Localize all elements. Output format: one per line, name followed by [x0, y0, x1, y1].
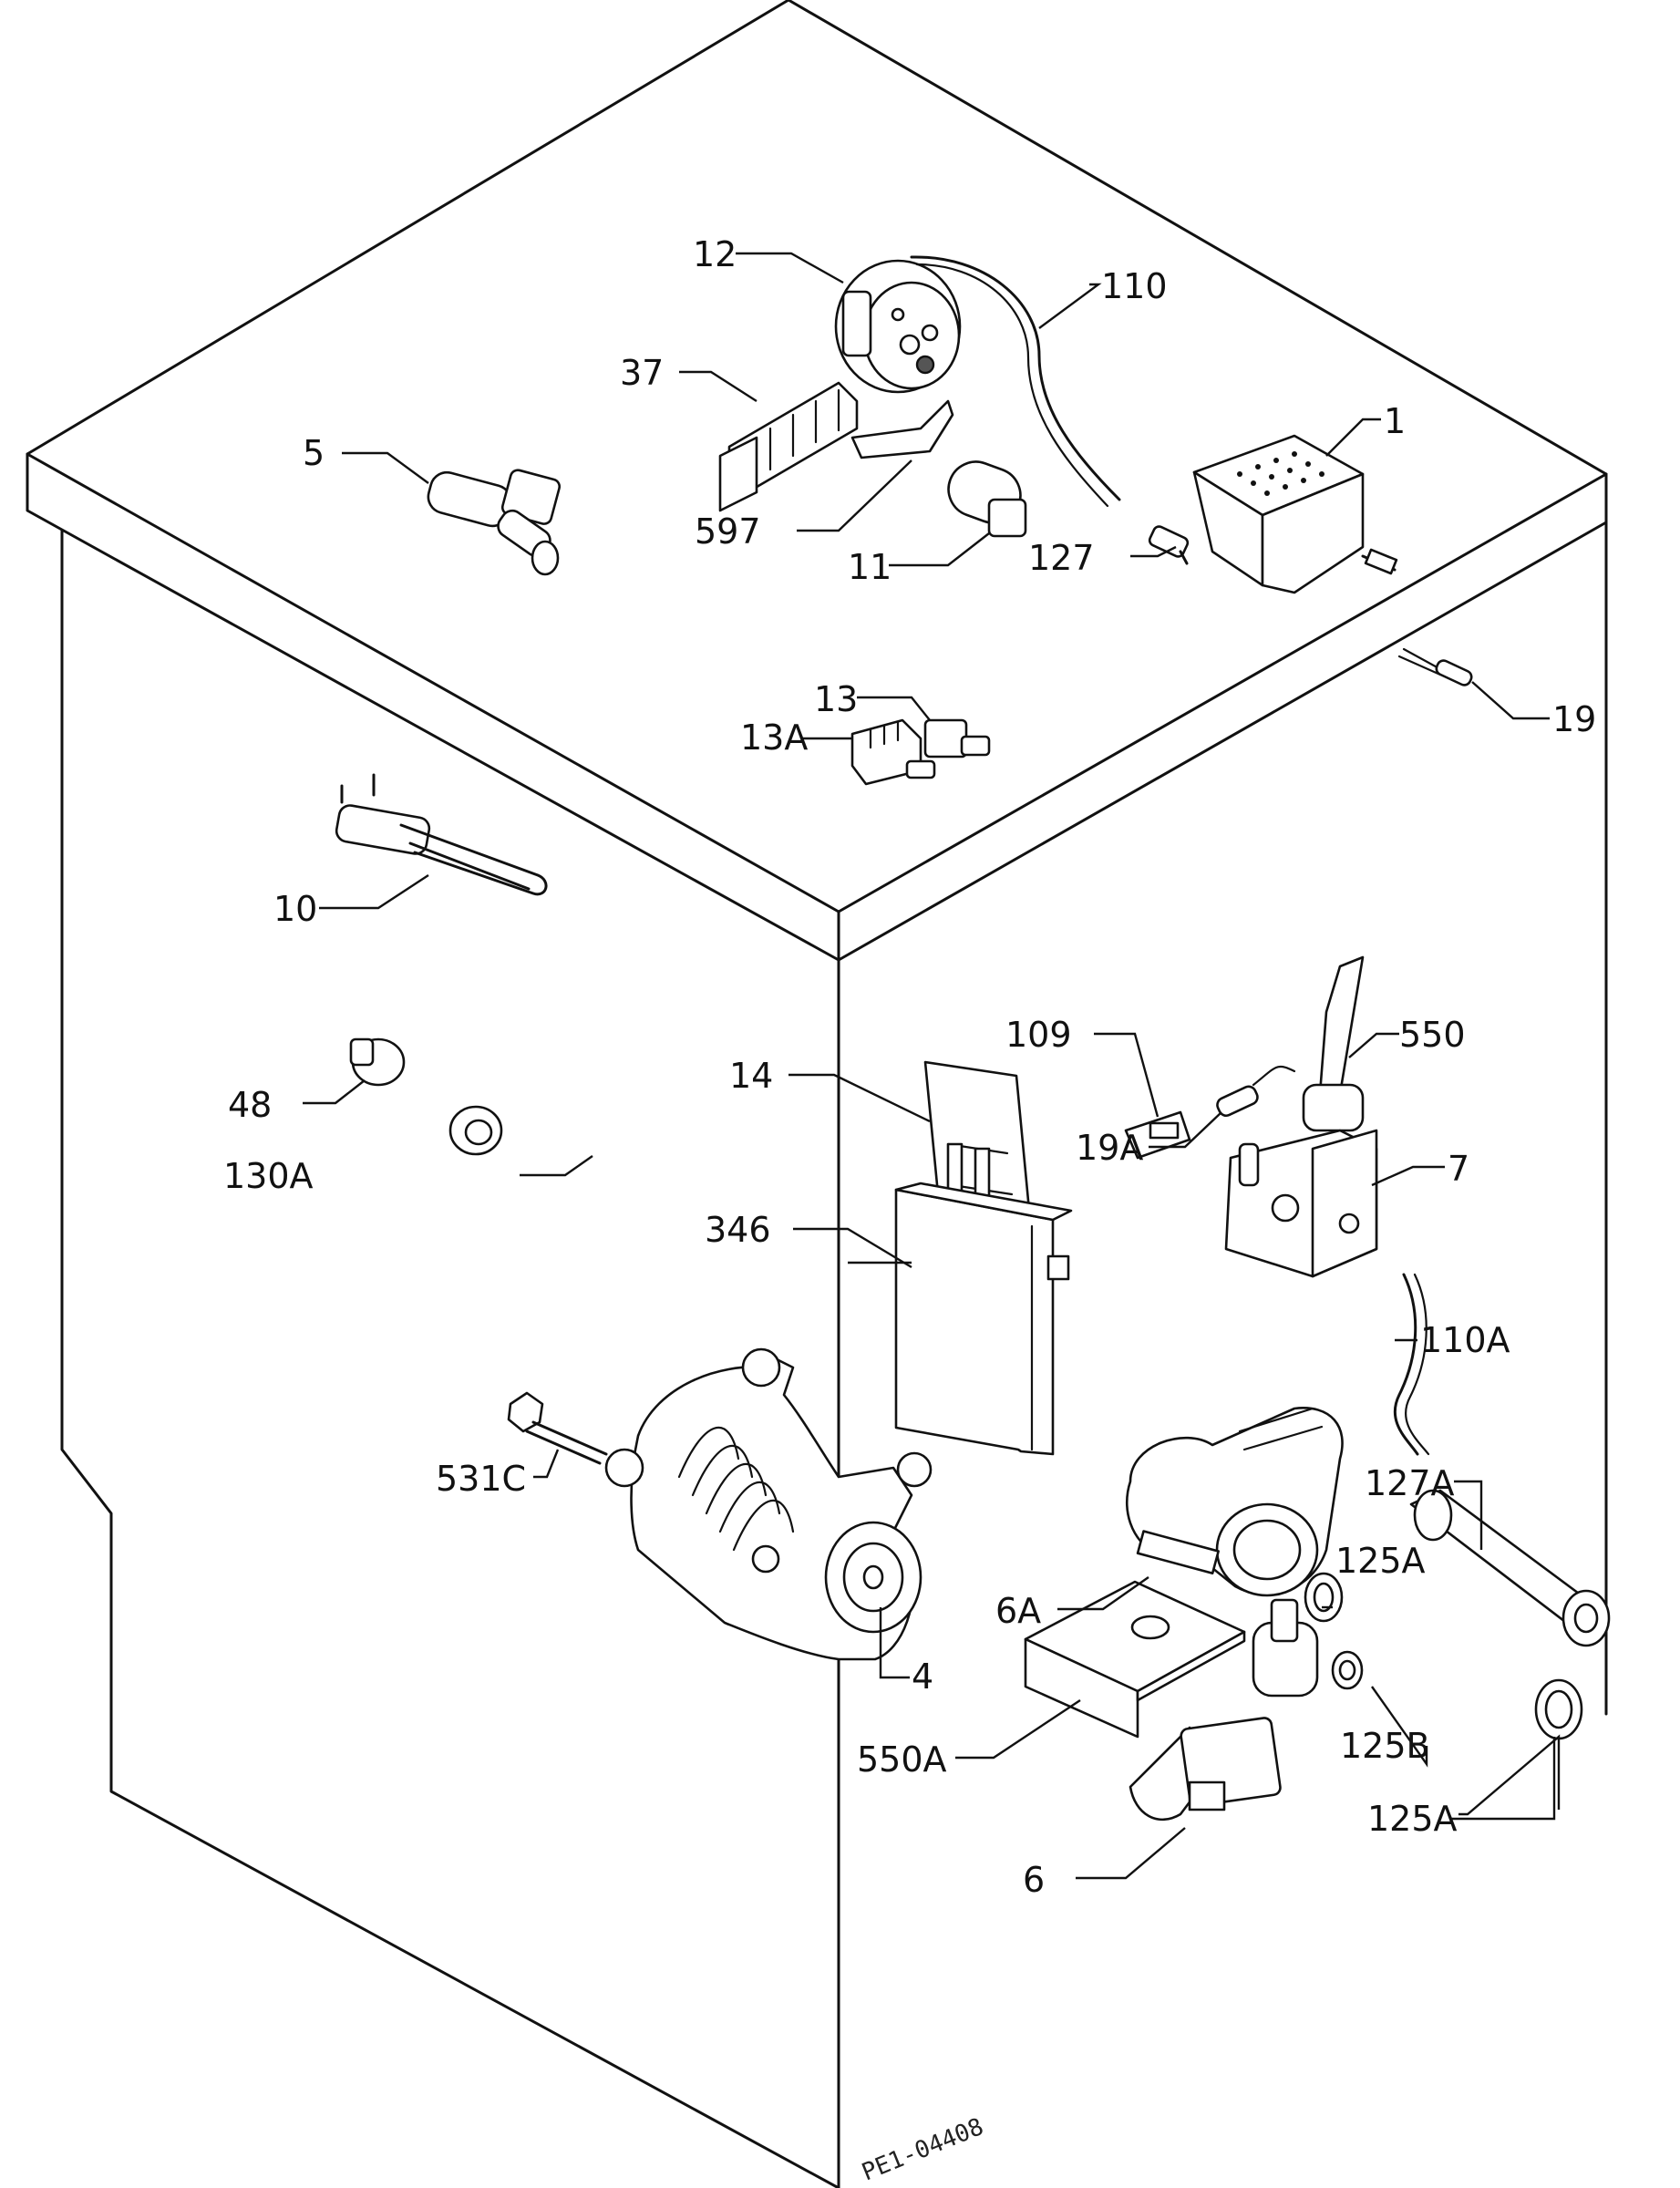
part-6A-pump-housing [1125, 1407, 1344, 1597]
label-13A: 13A [740, 717, 808, 758]
part-12-pressure-switch [834, 259, 962, 394]
part-11-capacitor [947, 460, 1027, 538]
part-7-switch-body [1224, 1129, 1378, 1278]
leader-lines [303, 252, 1561, 1880]
drawing-reference: PE1-04408 [858, 2113, 987, 2187]
label-550A: 550A [857, 1739, 947, 1780]
part-13A-connector [850, 718, 936, 786]
part-110A-hose [1393, 1273, 1419, 1456]
part-19A-sensor [1216, 1065, 1296, 1118]
part-346-drawer-housing [894, 1182, 1073, 1456]
part-1-programmer [1192, 434, 1398, 594]
programmer-grid [1237, 451, 1324, 496]
part-labels: 1 4 5 6 6A 7 10 11 12 13 13A 14 19 19A 3… [223, 234, 1596, 1900]
part-125B-seal [1331, 1650, 1364, 1690]
part-125A-seal-top [1304, 1572, 1344, 1623]
part-550-door-lock [1302, 955, 1365, 1132]
label-6A: 6A [995, 1591, 1041, 1631]
label-6: 6 [1023, 1860, 1045, 1900]
part-19-sensor [1397, 647, 1473, 686]
label-13: 13 [814, 679, 858, 719]
part-130A-grommet [448, 1105, 503, 1156]
label-130A: 130A [223, 1156, 314, 1196]
label-19: 19 [1552, 699, 1596, 739]
label-125A-top: 125A [1335, 1541, 1426, 1581]
label-48: 48 [228, 1085, 272, 1125]
label-10: 10 [273, 889, 317, 929]
label-110: 110 [1101, 266, 1168, 306]
part-4-motor [604, 1347, 933, 1661]
label-37: 37 [620, 353, 664, 393]
label-7: 7 [1448, 1149, 1469, 1189]
label-127A: 127A [1365, 1463, 1455, 1503]
part-550A-cover [1024, 1580, 1246, 1739]
label-550: 550 [1399, 1015, 1466, 1055]
label-127: 127 [1028, 538, 1095, 578]
part-127A-tube [1409, 1489, 1611, 1647]
label-110A: 110A [1420, 1320, 1510, 1360]
label-5: 5 [303, 433, 325, 473]
label-346: 346 [705, 1210, 771, 1250]
label-109: 109 [1005, 1015, 1072, 1055]
part-597-clip [850, 399, 954, 459]
part-109-cap [1124, 1110, 1191, 1160]
part-125A-seal-bottom [1534, 1678, 1583, 1740]
label-12: 12 [693, 234, 737, 274]
part-6-pump [1129, 1598, 1319, 1822]
part-127-connector [1148, 525, 1190, 565]
label-14: 14 [729, 1056, 773, 1096]
part-48-knob [349, 1037, 406, 1087]
part-110-hose [910, 255, 1121, 501]
label-125A-bottom: 125A [1367, 1799, 1458, 1839]
label-4: 4 [912, 1656, 933, 1697]
label-125B: 125B [1340, 1726, 1430, 1766]
part-13-connector [923, 718, 991, 759]
part-10-heating-element [335, 773, 548, 896]
part-37-terminal-block [718, 381, 859, 512]
part-14-drawer [923, 1060, 1032, 1222]
part-531C-bolt [507, 1391, 608, 1465]
label-531C: 531C [436, 1459, 526, 1499]
label-1: 1 [1384, 401, 1406, 441]
label-597: 597 [695, 511, 761, 552]
label-11: 11 [848, 547, 892, 587]
label-19A: 19A [1076, 1128, 1143, 1168]
part-5-inlet-valve [427, 469, 562, 576]
